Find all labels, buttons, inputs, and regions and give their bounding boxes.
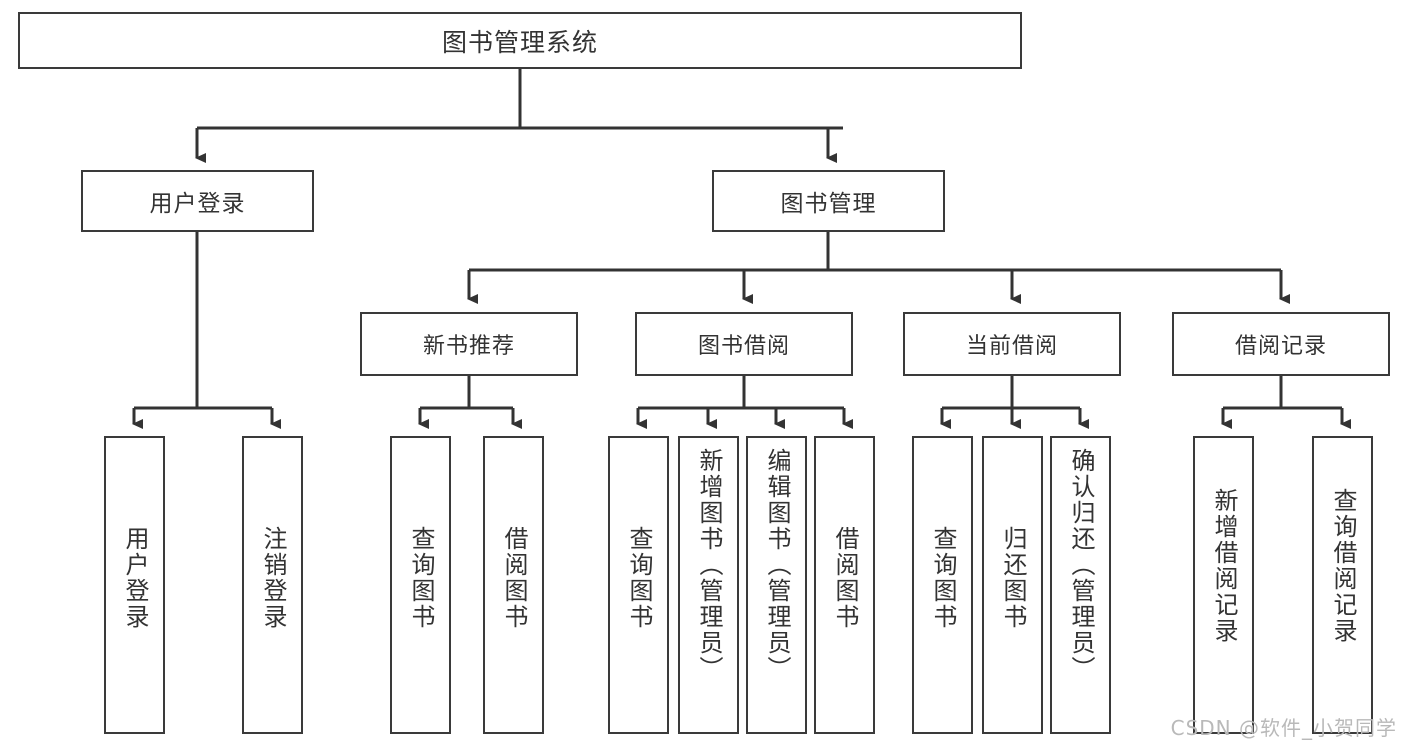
node-leaf-label: 归还图书 bbox=[998, 526, 1027, 630]
node-leaf-query-borrow-record[interactable]: 查询借阅记录 bbox=[1312, 436, 1373, 734]
node-leaf-label: 用户登录 bbox=[120, 526, 149, 630]
node-leaf-label: 借阅图书 bbox=[830, 526, 859, 630]
node-current-borrow[interactable]: 当前借阅 bbox=[903, 312, 1121, 376]
node-book-borrow[interactable]: 图书借阅 bbox=[635, 312, 853, 376]
node-new-book-recommend[interactable]: 新书推荐 bbox=[360, 312, 578, 376]
node-leaf-label: 新增图书（管理员） bbox=[694, 448, 723, 682]
node-leaf-label: 编辑图书（管理员） bbox=[762, 448, 791, 682]
csdn-watermark: CSDN @软件_小贺同学 bbox=[1170, 716, 1397, 740]
node-leaf-edit-book-admin[interactable]: 编辑图书（管理员） bbox=[746, 436, 807, 734]
node-borrow-record[interactable]: 借阅记录 bbox=[1172, 312, 1390, 376]
node-leaf-borrow-book[interactable]: 借阅图书 bbox=[814, 436, 875, 734]
node-leaf-query-book[interactable]: 查询图书 bbox=[608, 436, 669, 734]
node-leaf-label: 借阅图书 bbox=[499, 526, 528, 630]
node-leaf-label: 查询图书 bbox=[624, 526, 653, 630]
node-leaf-add-borrow-record[interactable]: 新增借阅记录 bbox=[1193, 436, 1254, 734]
node-leaf-add-book-admin[interactable]: 新增图书（管理员） bbox=[678, 436, 739, 734]
node-leaf-label: 查询借阅记录 bbox=[1328, 488, 1357, 644]
node-leaf-borrow-book-recommend[interactable]: 借阅图书 bbox=[483, 436, 544, 734]
node-leaf-query-book-recommend[interactable]: 查询图书 bbox=[390, 436, 451, 734]
node-user-login[interactable]: 用户登录 bbox=[81, 170, 314, 232]
node-leaf-label: 确认归还（管理员） bbox=[1066, 448, 1095, 682]
node-root-system[interactable]: 图书管理系统 bbox=[18, 12, 1022, 69]
node-leaf-label: 查询图书 bbox=[928, 526, 957, 630]
node-leaf-confirm-return-admin[interactable]: 确认归还（管理员） bbox=[1050, 436, 1111, 734]
node-leaf-label: 注销登录 bbox=[258, 526, 287, 630]
node-leaf-label: 查询图书 bbox=[406, 526, 435, 630]
node-leaf-return-book[interactable]: 归还图书 bbox=[982, 436, 1043, 734]
node-leaf-logout[interactable]: 注销登录 bbox=[242, 436, 303, 734]
node-leaf-query-book-current[interactable]: 查询图书 bbox=[912, 436, 973, 734]
node-leaf-user-login[interactable]: 用户登录 bbox=[104, 436, 165, 734]
node-book-manage[interactable]: 图书管理 bbox=[712, 170, 945, 232]
node-leaf-label: 新增借阅记录 bbox=[1209, 488, 1238, 644]
